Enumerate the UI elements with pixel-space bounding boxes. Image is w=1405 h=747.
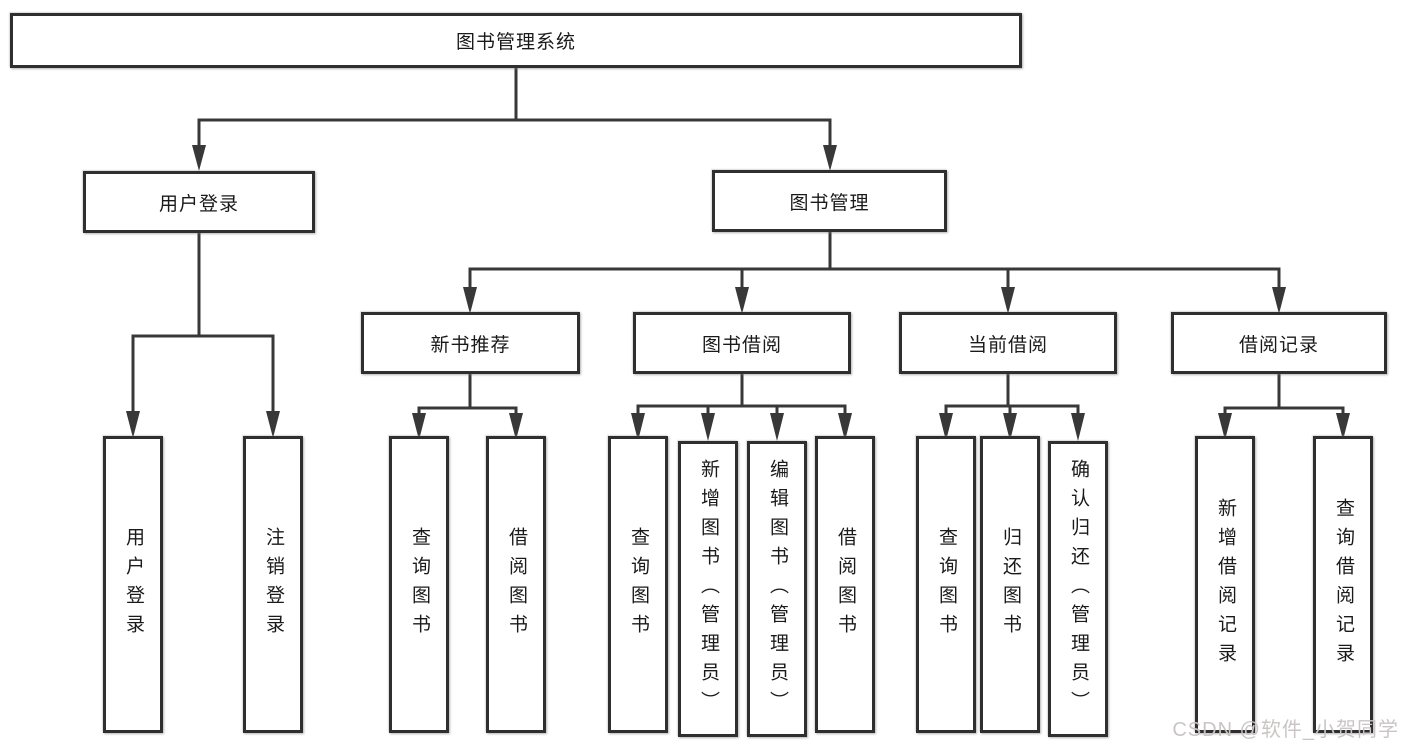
node-label: 查询借阅记录	[1332, 497, 1354, 672]
node-label: 确认归还（管理员）	[1067, 458, 1089, 720]
node-book-management: 图书管理	[712, 170, 947, 232]
node-label: 查询图书	[408, 526, 430, 643]
leaf-current-confirm-return-admin: 确认归还（管理员）	[1048, 441, 1108, 737]
node-label: 查询图书	[627, 526, 649, 643]
node-label: 借阅记录	[1238, 334, 1319, 356]
node-label: 归还图书	[999, 526, 1021, 643]
node-current-borrowing: 当前借阅	[899, 312, 1117, 374]
node-label: 用户登录	[158, 193, 239, 215]
watermark: CSDN @软件_小贺同学	[1172, 719, 1399, 741]
node-user-login: 用户登录	[83, 171, 315, 233]
node-borrowing-records: 借阅记录	[1171, 312, 1387, 374]
node-label: 借阅图书	[834, 526, 856, 643]
leaf-record-query-borrow-record: 查询借阅记录	[1313, 436, 1373, 733]
node-label: 新书推荐	[430, 334, 511, 356]
leaf-logout: 注销登录	[243, 436, 303, 733]
node-label: 用户登录	[122, 526, 144, 643]
leaf-user-login: 用户登录	[103, 436, 163, 733]
node-book-borrowing: 图书借阅	[633, 312, 851, 374]
node-label: 新增图书（管理员）	[697, 458, 719, 720]
leaf-borrow-add-books-admin: 新增图书（管理员）	[678, 441, 738, 737]
leaf-borrow-edit-books-admin: 编辑图书（管理员）	[747, 441, 807, 737]
node-label: 图书管理系统	[455, 32, 576, 53]
leaf-current-return-books: 归还图书	[980, 436, 1040, 733]
leaf-current-query-books: 查询图书	[916, 436, 976, 733]
node-label: 注销登录	[262, 526, 284, 643]
leaf-borrow-borrow-books: 借阅图书	[815, 436, 875, 733]
node-label: 编辑图书（管理员）	[766, 458, 788, 720]
node-label: 查询图书	[935, 526, 957, 643]
leaf-newbook-query-books: 查询图书	[389, 436, 449, 733]
node-new-book-recommend: 新书推荐	[361, 312, 580, 374]
leaf-record-add-borrow-record: 新增借阅记录	[1195, 436, 1255, 733]
node-label: 当前借阅	[967, 334, 1048, 356]
node-label: 新增借阅记录	[1214, 497, 1236, 672]
node-label: 图书管理	[789, 192, 870, 214]
arrowheads	[126, 145, 1350, 441]
leaf-newbook-borrow-books: 借阅图书	[486, 436, 546, 733]
leaf-borrow-query-books: 查询图书	[608, 436, 668, 733]
node-label: 图书借阅	[701, 334, 782, 356]
node-library-system: 图书管理系统	[10, 13, 1022, 68]
node-label: 借阅图书	[505, 526, 527, 643]
